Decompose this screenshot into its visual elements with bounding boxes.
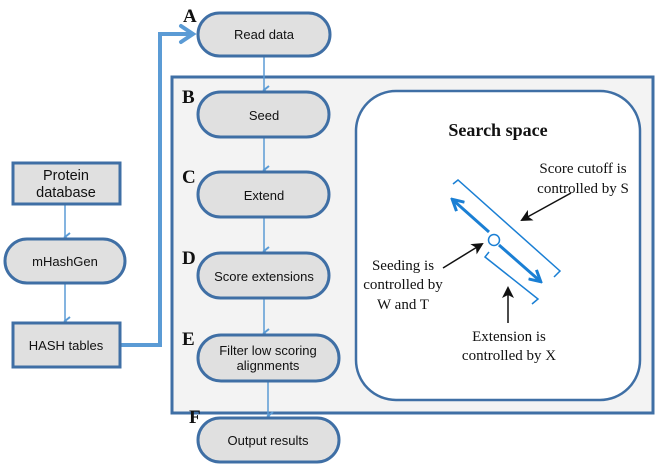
extension-bracket — [483, 251, 540, 305]
score-cutoff-line2: controlled by S — [537, 181, 629, 197]
step-read-data: Read data A — [183, 6, 332, 58]
seeding-line2: controlled by — [363, 277, 443, 293]
step-letter-b: B — [182, 87, 195, 108]
step-letter-e: E — [182, 329, 195, 350]
seed-label: Seed — [249, 108, 279, 123]
mhashgen-pill: mHashGen — [3, 237, 127, 285]
extend-label: Extend — [244, 188, 284, 203]
step-letter-c: C — [182, 167, 196, 188]
mhashgen-label: mHashGen — [32, 254, 98, 269]
alignment-diagonal-lower — [498, 243, 540, 281]
output-results-label: Output results — [228, 433, 309, 448]
seeding-pointer — [442, 242, 484, 269]
protein-database-label-line1: Protein — [43, 168, 89, 184]
step-letter-a: A — [183, 6, 197, 27]
hash-tables-box: HASH tables — [11, 321, 122, 369]
seeding-line1: Seeding is — [372, 258, 434, 274]
seeding-line3: W and T — [377, 297, 429, 313]
filter-label-line1: Filter low scoring — [219, 343, 317, 358]
hash-tables-label: HASH tables — [29, 338, 104, 353]
search-space-title: Search space — [448, 120, 547, 140]
score-cutoff-pointer — [520, 192, 572, 221]
step-seed: Seed B — [182, 87, 331, 139]
alignment-diagonal-upper — [453, 200, 490, 234]
search-space-box — [354, 89, 642, 402]
filter-label-line2: alignments — [237, 358, 300, 373]
extension-line2: controlled by X — [462, 348, 556, 364]
step-score-extensions: Score extensions D — [182, 248, 331, 300]
step-extend: Extend C — [182, 167, 331, 219]
read-data-label: Read data — [234, 27, 295, 42]
hash-to-read-arrowhead — [179, 24, 197, 44]
score-extensions-label: Score extensions — [214, 269, 314, 284]
hash-to-read-arrow — [121, 32, 190, 347]
seed-point — [487, 233, 501, 247]
step-filter: Filter low scoring alignments E — [182, 329, 341, 383]
protein-database-label-line2: database — [36, 185, 96, 201]
step-output-results: Output results F — [189, 407, 341, 464]
score-cutoff-bracket — [452, 179, 562, 278]
step-letter-d: D — [182, 248, 196, 269]
protein-database-box: Protein database — [11, 161, 122, 206]
step-letter-f: F — [189, 407, 201, 428]
extension-line1: Extension is — [472, 329, 546, 345]
score-cutoff-line1: Score cutoff is — [539, 161, 626, 177]
